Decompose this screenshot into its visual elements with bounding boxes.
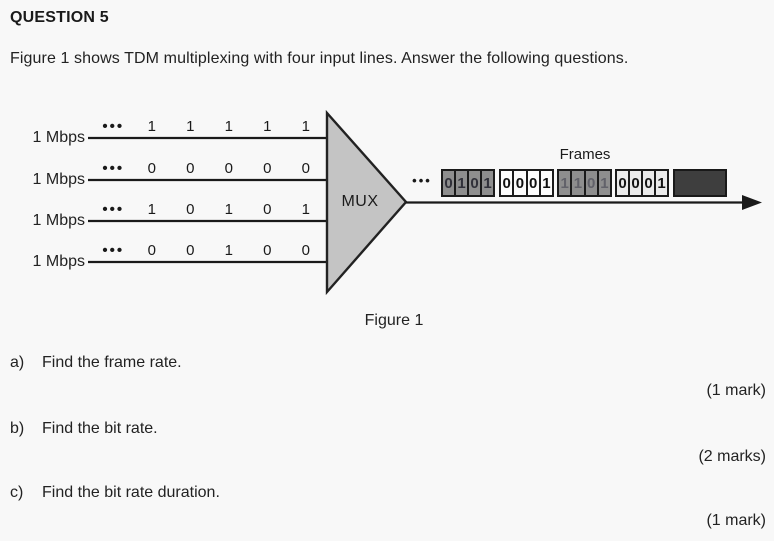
bit: 1: [224, 200, 233, 218]
question-b-label: b): [10, 420, 25, 437]
frame-2: 0 0 0 1: [499, 169, 554, 197]
question-b-text: Find the bit rate.: [42, 420, 158, 437]
frame-5: [673, 169, 727, 197]
input-bits-row-2: ••• 0 0 0 0 0: [94, 159, 325, 177]
intro-text: Figure 1 shows TDM multiplexing with fou…: [10, 50, 629, 67]
frame-4: 0 0 0 1: [615, 169, 669, 197]
bit: 0: [147, 159, 156, 177]
bit: 0: [186, 200, 195, 218]
bit: 1: [147, 200, 156, 218]
input-rate-label-2: 1 Mbps: [32, 171, 85, 188]
bit: 1: [263, 117, 272, 135]
ellipsis-icon: •••: [102, 241, 125, 259]
bit: 0: [263, 200, 272, 218]
input-rate-label-1: 1 Mbps: [32, 129, 85, 146]
frame-bit: 1: [559, 171, 573, 195]
bit: 1: [147, 117, 156, 135]
question-b-marks: (2 marks): [698, 448, 766, 465]
frame-bit: 1: [542, 174, 551, 192]
figure-caption: Figure 1: [364, 312, 424, 329]
question-a-marks: (1 mark): [706, 382, 766, 399]
frame-bit: 0: [469, 171, 482, 195]
bit: 0: [301, 241, 310, 259]
question-c-label: c): [10, 484, 24, 501]
ellipsis-icon: •••: [102, 159, 125, 177]
input-bits-row-4: ••• 0 0 1 0 0: [94, 241, 325, 259]
ellipsis-icon: •••: [102, 200, 125, 218]
frame-bit: 0: [443, 171, 456, 195]
frame-bit: 1: [600, 174, 609, 192]
question-a-label: a): [10, 354, 25, 371]
input-rate-label-3: 1 Mbps: [32, 212, 85, 229]
input-bits-row-1: ••• 1 1 1 1 1: [94, 117, 325, 135]
frame-bit: 0: [501, 171, 515, 195]
bit: 0: [263, 241, 272, 259]
frame-bit: 0: [514, 171, 528, 195]
ellipsis-icon: •••: [102, 117, 125, 135]
frame-bit: 0: [617, 171, 630, 195]
frames-label: Frames: [559, 146, 611, 163]
question-c-marks: (1 mark): [706, 512, 766, 529]
frame-bit: 0: [586, 171, 599, 195]
bit: 1: [224, 241, 233, 259]
bit: 0: [224, 159, 233, 177]
question-c-text: Find the bit rate duration.: [42, 484, 220, 501]
frame-bit: 1: [657, 174, 666, 192]
frame-bit: 1: [572, 171, 586, 195]
input-rate-label-4: 1 Mbps: [32, 253, 85, 270]
bit: 1: [301, 117, 310, 135]
ellipsis-icon: •••: [412, 173, 432, 188]
frame-bit: 1: [456, 171, 469, 195]
input-bits-row-3: ••• 1 0 1 0 1: [94, 200, 325, 218]
frame-1: 0 1 0 1: [441, 169, 495, 197]
frame-bit: 1: [483, 174, 492, 192]
mux-label: MUX: [341, 193, 379, 210]
frame-bit: 0: [528, 171, 541, 195]
bit: 0: [263, 159, 272, 177]
frame-bit: 0: [630, 171, 643, 195]
frame-3: 1 1 0 1: [557, 169, 612, 197]
bit: 1: [301, 200, 310, 218]
bit: 1: [186, 117, 195, 135]
bit: 0: [147, 241, 156, 259]
bit: 0: [301, 159, 310, 177]
bit: 1: [224, 117, 233, 135]
output-arrowhead-icon: [742, 195, 762, 210]
frame-bit: 0: [643, 171, 656, 195]
question-title: QUESTION 5: [10, 9, 109, 26]
bit: 0: [186, 159, 195, 177]
bit: 0: [186, 241, 195, 259]
question-a-text: Find the frame rate.: [42, 354, 182, 371]
